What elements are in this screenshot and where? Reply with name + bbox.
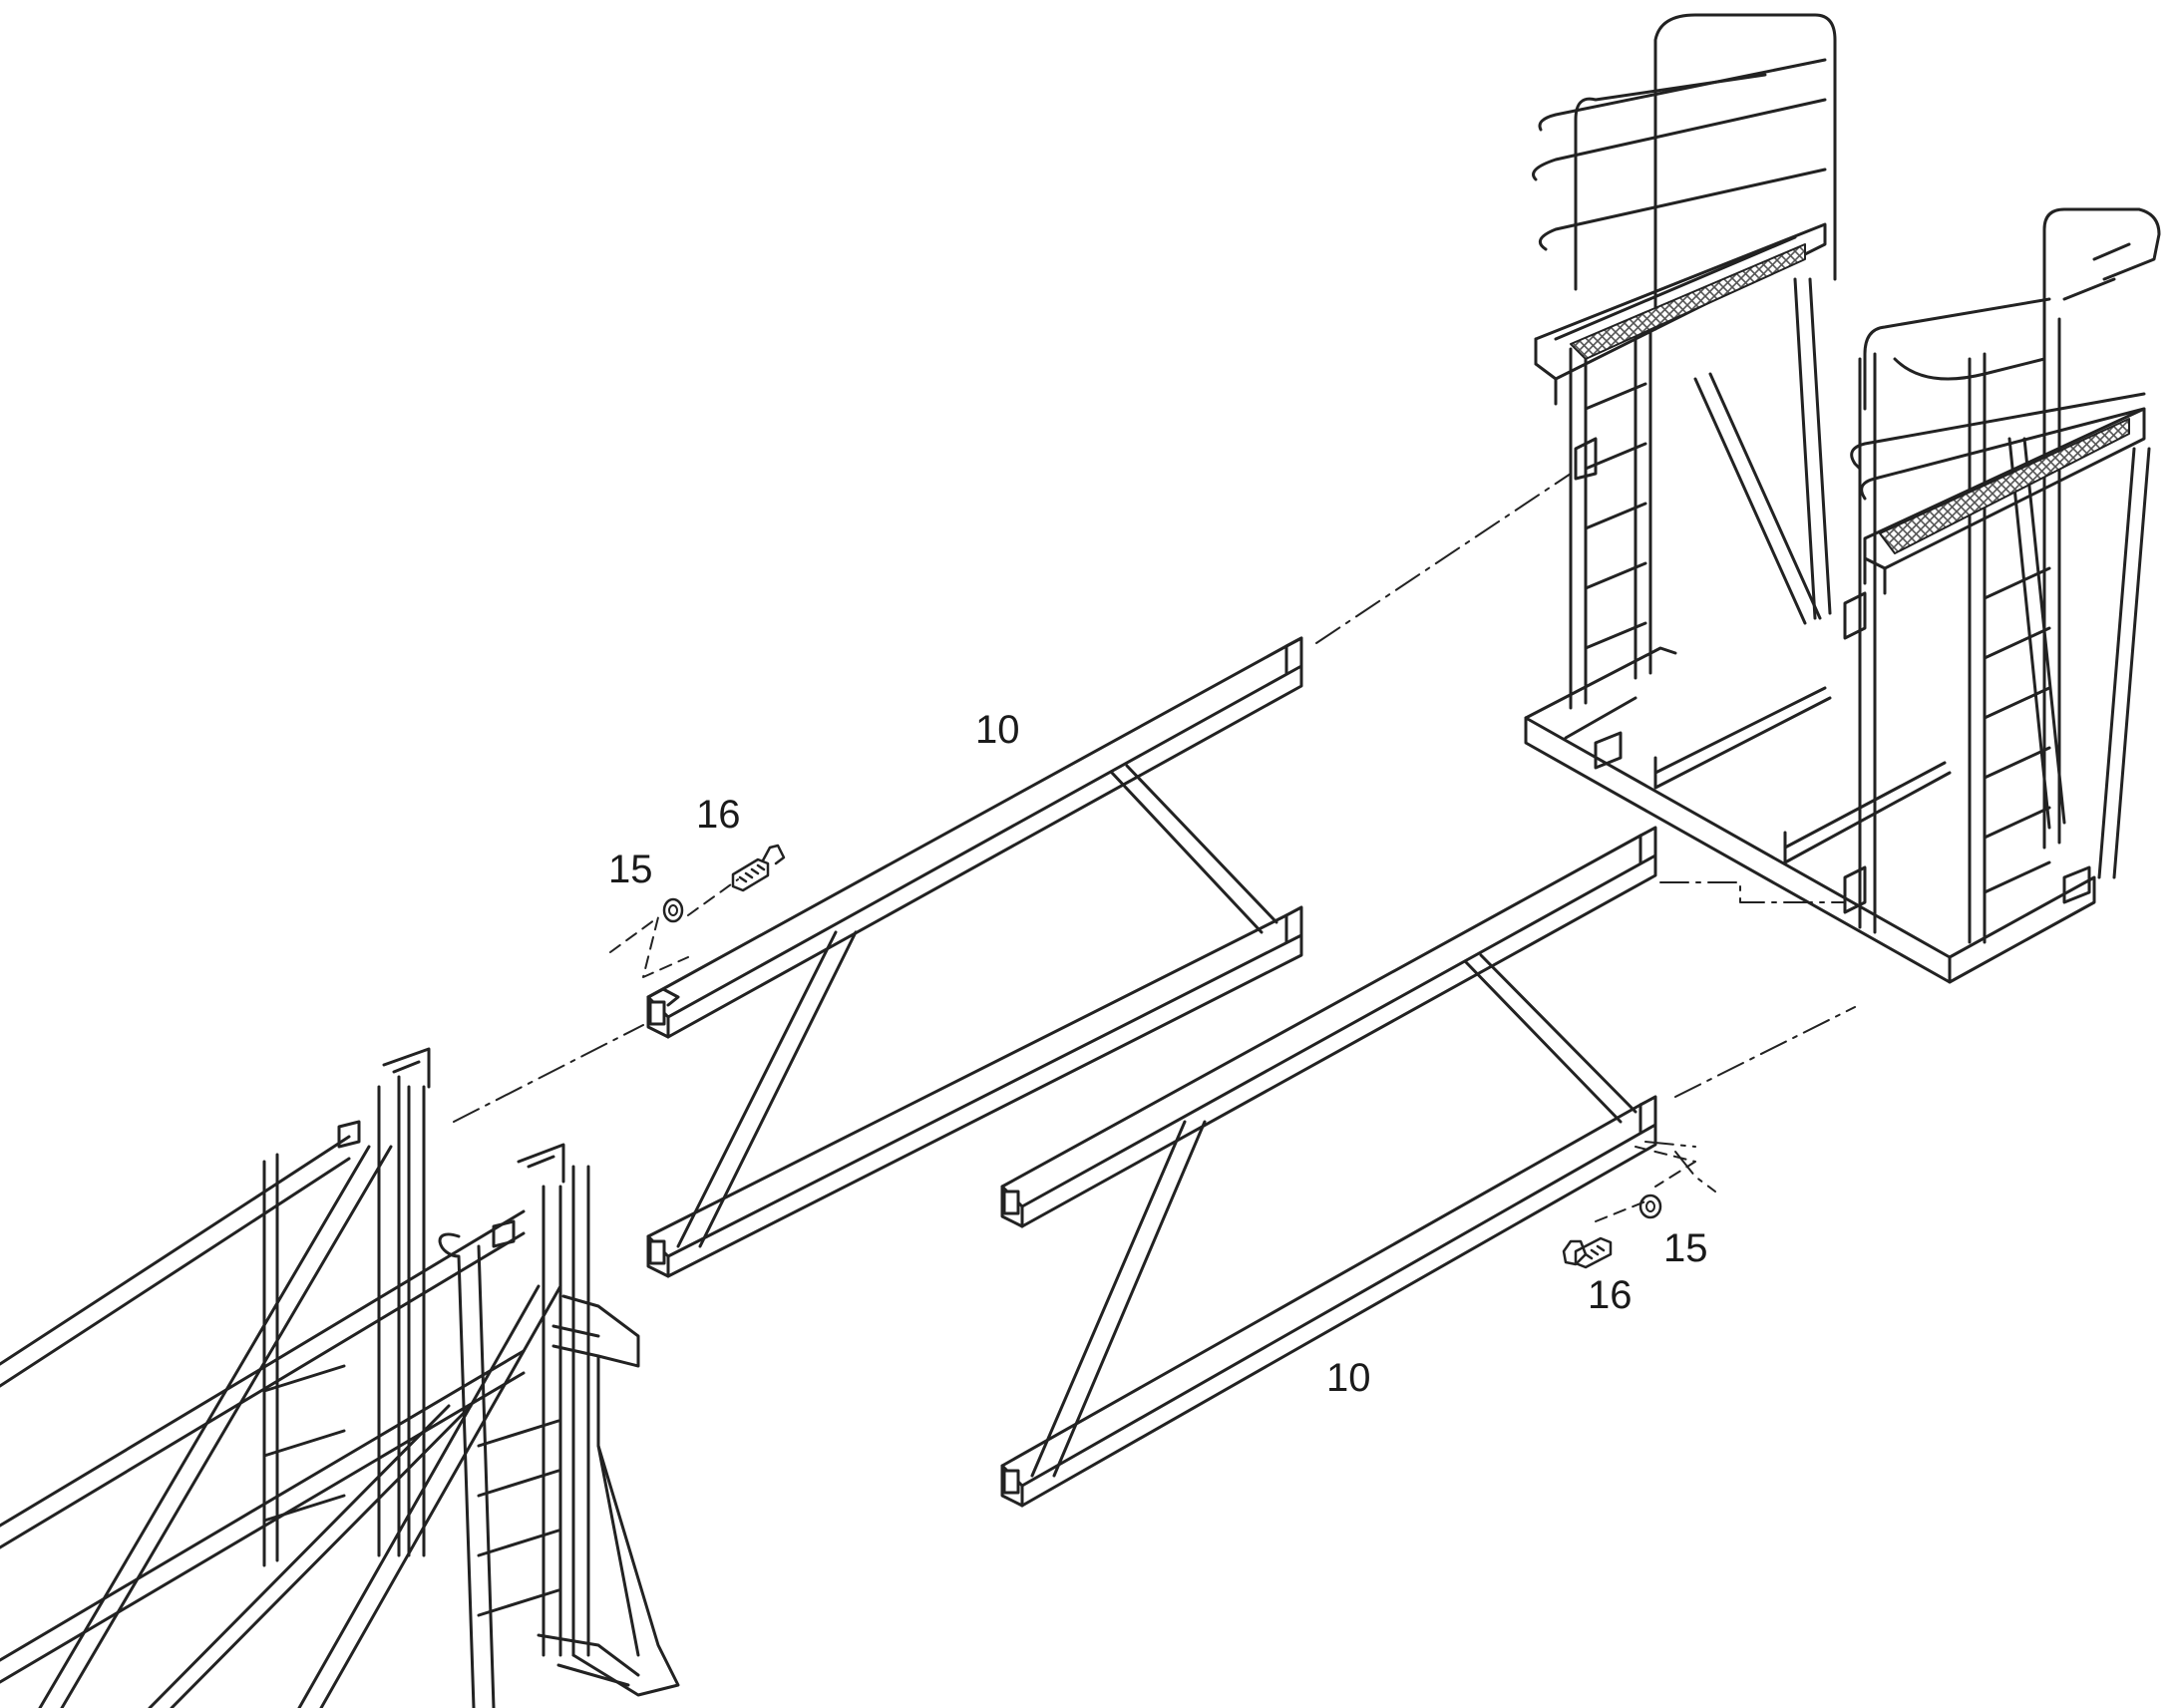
washer-left [662,897,684,923]
right-tower-module [1524,13,2161,984]
callout-washer-left: 15 [608,848,653,891]
upper-cross-frame [646,636,1303,1278]
callout-bolt-right: 16 [1588,1273,1633,1317]
bolt-right [1562,1236,1613,1269]
washer-right [1638,1194,1662,1219]
bolt-left [731,844,786,892]
callout-frame-upper: 10 [975,708,1020,752]
callout-frame-lower: 10 [1326,1356,1371,1400]
left-fastener-leaders [609,878,739,978]
right-fastener-leaders [1595,1146,1696,1222]
alignment-lines [453,473,1856,1193]
lower-cross-frame [1000,826,1657,1508]
callout-washer-right: 15 [1663,1226,1708,1270]
callout-bolt-left: 16 [696,793,741,837]
left-truss-module [0,1047,680,1708]
